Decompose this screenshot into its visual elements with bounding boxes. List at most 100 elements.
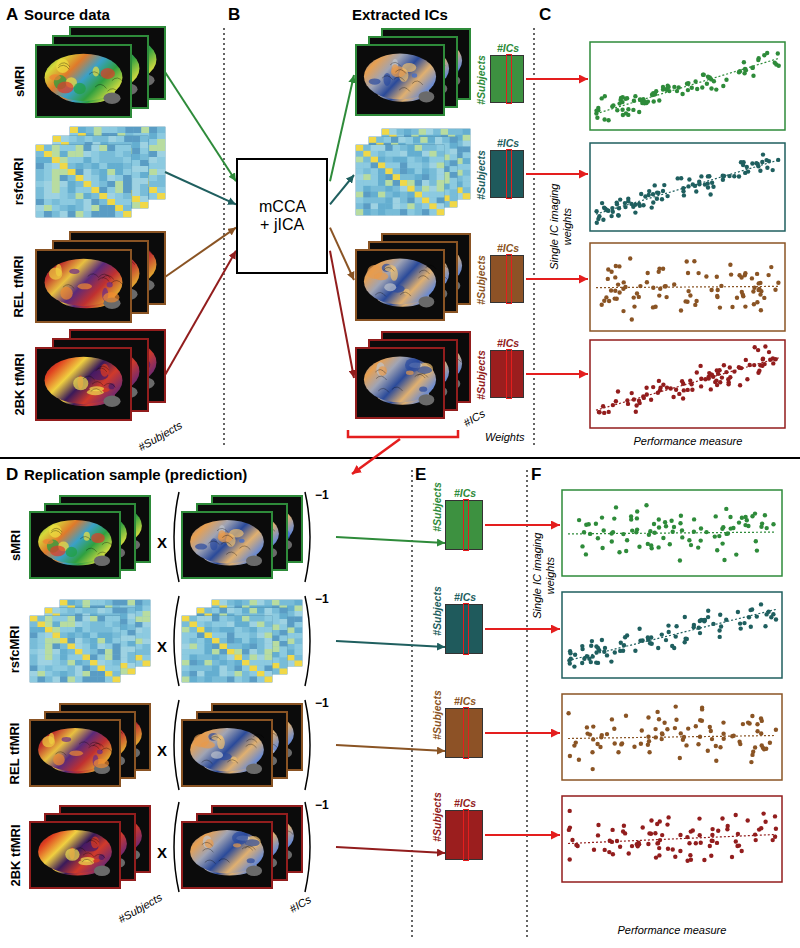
- matrix-cell: [128, 625, 136, 631]
- matrix-cell: [371, 209, 379, 215]
- matrix-cell: [60, 199, 68, 205]
- matrix-cell: [68, 622, 76, 628]
- matrix-cell: [182, 671, 190, 677]
- matrix-cell: [98, 608, 106, 614]
- matrix-cell: [128, 658, 136, 664]
- matrix-cell: [197, 627, 205, 633]
- matrix-cell: [441, 129, 449, 135]
- matrix-cell: [107, 181, 115, 187]
- matrix-cell: [235, 666, 243, 672]
- matrix-cell: [44, 193, 52, 199]
- matrix-cell: [98, 661, 106, 667]
- matrix-cell: [83, 616, 91, 622]
- matrix-cell: [287, 639, 295, 645]
- matrix-cell: [415, 145, 423, 151]
- sulcus: [102, 542, 113, 546]
- activation-blob: [56, 59, 69, 73]
- matrix-cell: [415, 209, 423, 215]
- bracket: [174, 596, 179, 686]
- matrix-cell: [157, 181, 165, 187]
- matrix-cell: [60, 181, 68, 187]
- matrix-cell: [149, 133, 157, 139]
- brain-frame: [36, 45, 131, 117]
- matrix-cell: [75, 666, 83, 672]
- matrix-cell: [242, 627, 250, 633]
- matrix-cell: [53, 666, 61, 672]
- matrix-cell: [140, 172, 148, 178]
- matrix-cell: [235, 655, 243, 661]
- sulcus: [221, 542, 232, 546]
- matrix-cell: [257, 650, 265, 656]
- matrix-cell: [212, 666, 220, 672]
- matrix-cell: [356, 203, 364, 209]
- matrix-cell: [84, 151, 92, 157]
- matrix-cell: [227, 666, 235, 672]
- matrix-cell: [182, 622, 190, 628]
- matrix-cell: [242, 633, 250, 639]
- matrix-cell: [140, 184, 148, 190]
- matrix-cell: [98, 677, 106, 683]
- matrix-cell: [60, 211, 68, 217]
- matrix-cell: [115, 151, 123, 157]
- matrix-cell: [75, 600, 83, 606]
- matrix-cell: [235, 644, 243, 650]
- matrix-cell: [60, 644, 68, 650]
- matrix-cell: [212, 627, 220, 633]
- matrix-cell: [265, 661, 273, 667]
- matrix-cell: [212, 677, 220, 683]
- matrix-cell: [68, 175, 76, 181]
- matrix-cell: [182, 638, 190, 644]
- matrix-cell: [108, 136, 116, 142]
- matrix-cell: [356, 145, 364, 151]
- matrix-cell: [99, 181, 107, 187]
- matrix-cell: [257, 649, 265, 655]
- matrix-cell: [105, 639, 113, 645]
- matrix-cell: [205, 671, 213, 677]
- matrix-cell: [280, 600, 288, 606]
- matrix-cell: [437, 209, 445, 215]
- matrix-cell: [197, 660, 205, 666]
- matrix-cell: [265, 655, 273, 661]
- matrix-cell: [105, 622, 113, 628]
- matrix-cell: [463, 158, 471, 164]
- flow-arrow: [330, 175, 354, 204]
- matrix-cell: [115, 181, 123, 187]
- matrix-cell: [83, 660, 91, 666]
- matrix-cell: [53, 671, 61, 677]
- matrix-cell: [205, 633, 213, 639]
- matrix-cell: [287, 661, 295, 667]
- matrix-cell: [197, 649, 205, 655]
- matrix-cell: [385, 174, 393, 180]
- matrix-cell: [101, 136, 109, 142]
- matrix-cell: [68, 671, 76, 677]
- matrix-cell: [52, 157, 60, 163]
- matrix-cell: [110, 127, 118, 133]
- matrix-cell: [400, 186, 408, 192]
- matrix-cell: [242, 644, 250, 650]
- matrix-cell: [378, 174, 386, 180]
- matrix-cell: [376, 137, 384, 143]
- matrix-cell: [69, 136, 77, 142]
- matrix-cell: [53, 616, 61, 622]
- matrix-cell: [205, 627, 213, 633]
- matrix-cell: [52, 175, 60, 181]
- matrix-cell: [105, 649, 113, 655]
- activation-blob: [50, 545, 65, 556]
- matrix-cell: [84, 181, 92, 187]
- matrix-cell: [83, 644, 91, 650]
- matrix-cell: [30, 638, 38, 644]
- matrix-cell: [378, 151, 386, 157]
- matrix-cell: [378, 157, 386, 163]
- matrix-cell: [227, 677, 235, 683]
- matrix-cell: [120, 663, 128, 669]
- matrix-cell: [272, 619, 280, 625]
- matrix-cell: [120, 652, 128, 658]
- matrix-cell: [98, 639, 106, 645]
- matrix-cell: [60, 644, 68, 650]
- matrix-cell: [287, 611, 295, 617]
- matrix-cell: [30, 671, 38, 677]
- matrix-cell: [143, 655, 151, 661]
- matrix-cell: [149, 169, 157, 175]
- matrix-cell: [429, 157, 437, 163]
- matrix-cell: [463, 152, 471, 158]
